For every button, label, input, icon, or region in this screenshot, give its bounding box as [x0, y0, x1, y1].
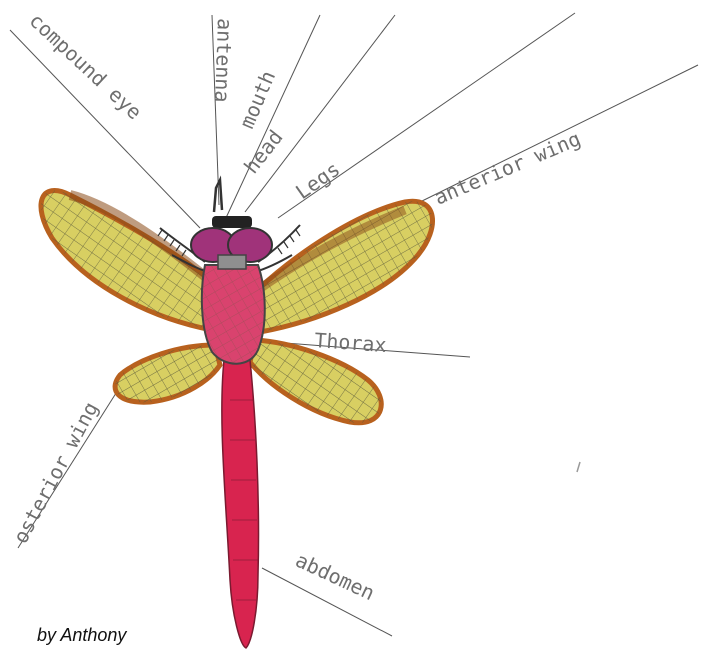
- label-head: head: [239, 125, 288, 178]
- label-anterior-wing: anterior wing: [431, 126, 584, 209]
- antenna: [214, 180, 222, 212]
- head: [191, 216, 272, 269]
- left-posterior-wing: [115, 345, 220, 402]
- stray-mark: [577, 462, 580, 472]
- thorax: [202, 265, 265, 364]
- pointer-line-compound-eye: [10, 30, 200, 228]
- label-thorax: Thorax: [314, 328, 388, 357]
- mouth-part: [212, 216, 252, 228]
- right-anterior-wing: [255, 201, 433, 332]
- abdomen: [222, 360, 259, 648]
- label-legs: Legs: [291, 157, 344, 204]
- label-abdomen: abdomen: [292, 548, 379, 605]
- label-antenna: antenna: [210, 18, 237, 103]
- left-anterior-wing: [41, 191, 212, 330]
- label-mouth: mouth: [235, 67, 281, 132]
- artist-credit: by Anthony: [37, 625, 126, 646]
- label-compound-eye: compound eye: [25, 8, 147, 124]
- label-posterior-wing: osterior wing: [8, 398, 103, 547]
